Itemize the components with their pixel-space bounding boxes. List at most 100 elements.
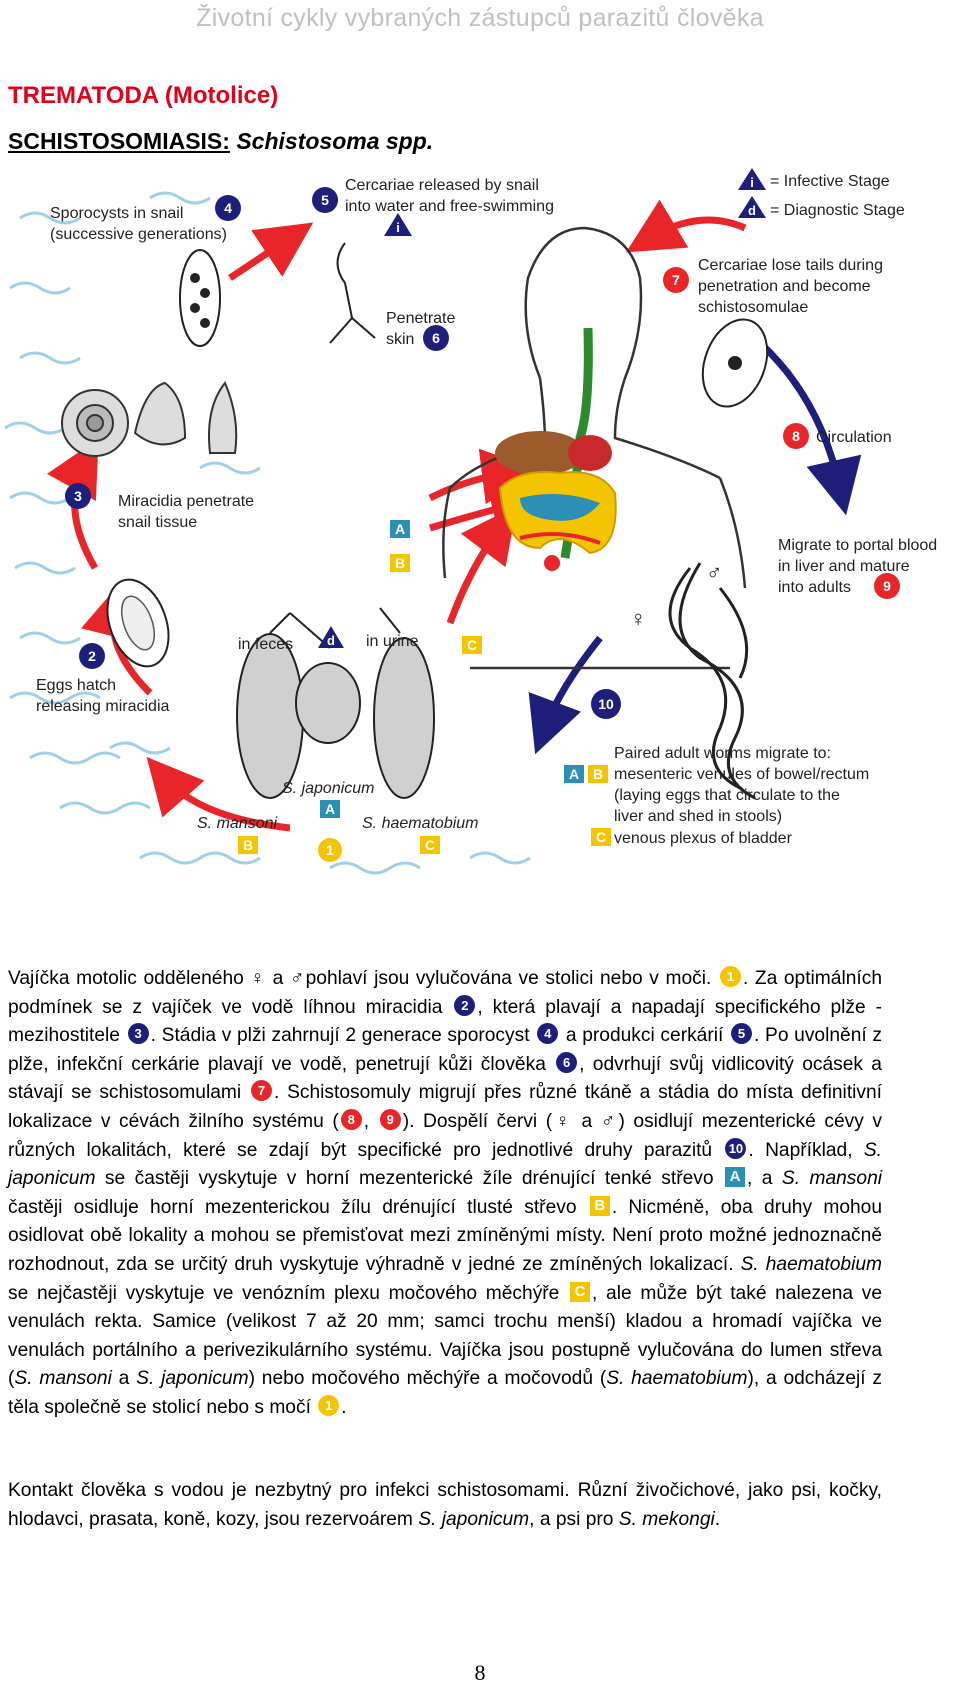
para2-text: , a psi pro	[529, 1508, 619, 1530]
species-name: S. mansoni	[781, 1168, 883, 1190]
human-body-outline	[442, 226, 747, 670]
page-number: 8	[474, 1660, 486, 1685]
step-3-number: 3	[74, 488, 82, 504]
step-badge-7: 7	[250, 1080, 272, 1102]
step-badge-6: 6	[556, 1051, 578, 1073]
step-2: 2 Eggs hatch releasing miracidia	[36, 643, 169, 715]
female-symbol: ♀	[630, 606, 647, 631]
life-cycle-diagram: i = Infective Stage d = Diagnostic Stage…	[4, 168, 937, 875]
para1-text: . Po uvolnění z plže, infekční cerkárie …	[8, 1025, 882, 1075]
haematobium-marker-c: C	[425, 837, 435, 853]
para1-text: ), a odcházejí z těla společně se stolic…	[8, 1368, 883, 1418]
step-2-text-1: Eggs hatch	[36, 677, 116, 694]
step-9-text-2: in liver and mature	[778, 558, 910, 575]
step-5-text-1: Cercariae released by snail	[345, 177, 539, 194]
step-6-text-2: skin	[386, 331, 414, 348]
step-8: 8 Circulation	[783, 423, 892, 449]
para1-text: . Schistosomuly migrují přes různé tkáně…	[8, 1082, 883, 1132]
step-9-text-3: into adults	[778, 579, 851, 596]
legend-diagnostic-label: = Diagnostic Stage	[770, 202, 905, 219]
para1-text: . Nicméně, oba druhy mohou osidlovat obě…	[8, 1196, 882, 1275]
step-7-text-1: Cercariae lose tails during	[698, 257, 883, 274]
step-4: Sporocysts in snail (successive generati…	[50, 195, 241, 243]
site-marker-b: B	[395, 555, 405, 571]
step-7-text-3: schistosomulae	[698, 299, 808, 316]
para1-text: Vajíčka motolic odděleného	[8, 968, 251, 989]
step-2-text-2: releasing miracidia	[36, 698, 169, 715]
legend-i-mark: i	[750, 175, 754, 190]
step-3-text-2: snail tissue	[118, 514, 197, 531]
egg-hatch-illustration	[106, 578, 170, 668]
step-10-text-5: venous plexus of bladder	[614, 830, 793, 847]
legend-d-mark: d	[748, 203, 756, 218]
site-marker-a: A	[395, 521, 405, 537]
running-header: Životní cykly vybraných zástupců parazit…	[196, 4, 764, 32]
step-10-text-1: Paired adult worms migrate to:	[614, 745, 831, 762]
disease-title-prefix: SCHISTOSOMIASIS:	[8, 128, 230, 154]
para1-text: a produkci cerkárií	[560, 1025, 730, 1047]
step-badge-4: 4	[537, 1023, 559, 1045]
para1-text: ) osidlují mezenterické cévy v různých l…	[8, 1110, 883, 1161]
species-name: S. mekongi	[618, 1508, 715, 1530]
urine-site-marker-c: C	[467, 637, 477, 653]
in-urine-label: in urine	[366, 633, 419, 650]
step-badge-2: 2	[454, 994, 476, 1016]
adult-worms-illustration	[668, 562, 756, 800]
step-6-text-1: Penetrate	[386, 310, 455, 327]
para1-text: . Stádia v plži zahrnují 2 generace spor…	[150, 1025, 536, 1047]
cycle-arrows	[46, 199, 862, 832]
female-symbol-inline: ♀	[552, 1110, 573, 1132]
species-name: S. japonicum	[8, 1139, 882, 1190]
egg-illustrations	[236, 633, 435, 799]
step-8-text: Circulation	[816, 429, 892, 446]
step-7: 7 Cercariae lose tails during penetratio…	[663, 257, 883, 316]
para2-text: .	[714, 1508, 721, 1530]
step-badge-8: 8	[340, 1108, 362, 1130]
egg-source-labels: in feces d in urine C	[238, 626, 482, 654]
step-9-text-1: Migrate to portal blood	[778, 537, 937, 554]
step-5-number: 5	[321, 192, 329, 208]
step-10-marker-a: A	[569, 766, 579, 782]
mansoni-marker-b: B	[243, 837, 253, 853]
step-4-text-1: Sporocysts in snail	[50, 205, 183, 222]
step-7-number: 7	[672, 272, 680, 288]
step-badge-9: 9	[379, 1108, 401, 1130]
step-badge-3: 3	[127, 1023, 149, 1045]
para1-text: .	[341, 1396, 347, 1418]
para1-text: ,	[363, 1110, 378, 1132]
male-symbol-inline: ♂	[600, 1110, 619, 1132]
snail-illustrations	[61, 381, 238, 457]
para1-text: , která plavají a napadají specifického …	[8, 996, 882, 1047]
para1-text: častěji osidluje horní mezenterickou žíl…	[8, 1196, 588, 1218]
step-3-text-1: Miracidia penetrate	[118, 493, 254, 510]
para1-text: , a	[747, 1168, 782, 1190]
step-6: Penetrate skin 6	[386, 310, 455, 351]
cercaria-illustration	[329, 242, 376, 344]
site-marker-a-inline: A	[725, 1167, 745, 1188]
sporocyst-illustration	[179, 249, 221, 347]
male-symbol-inline: ♂	[289, 968, 306, 989]
para2-text: Kontakt člověka s vodou je nezbytný pro …	[8, 1480, 882, 1530]
species-name: S. japonicum	[136, 1368, 249, 1390]
para1-text: pohlaví jsou vylučována ve stolici nebo …	[305, 968, 718, 989]
female-symbol-inline: ♀	[250, 968, 267, 989]
step-10: 10 Paired adult worms migrate to: A B me…	[564, 689, 869, 847]
step-8-number: 8	[792, 428, 800, 444]
disease-title: SCHISTOSOMIASIS: Schistosoma spp.	[8, 128, 433, 155]
step-10-marker-c: C	[596, 829, 606, 845]
para1-text: se častěji vyskytuje v horní mezenterick…	[95, 1168, 723, 1190]
step-4-number: 4	[224, 200, 232, 216]
para1-text: a	[266, 968, 290, 989]
section-title: TREMATODA (Motolice)	[8, 82, 279, 109]
step-7-text-2: penetration and become	[698, 278, 871, 295]
japonicum-marker-a: A	[325, 801, 335, 817]
male-symbol: ♂	[706, 560, 723, 585]
schistosomula-illustration	[701, 318, 769, 408]
step-3: 3 Miracidia penetrate snail tissue	[65, 483, 254, 531]
step-9-number: 9	[883, 578, 891, 594]
step-10-text-3: (laying eggs that circulate to the	[614, 787, 840, 804]
diagnostic-mark: d	[327, 633, 335, 648]
step-5-infective-mark: i	[396, 220, 400, 235]
species-name: S. japonicum	[418, 1508, 530, 1530]
egg-species-labels: S. japonicum A S. mansoni S. haematobium…	[197, 780, 479, 862]
